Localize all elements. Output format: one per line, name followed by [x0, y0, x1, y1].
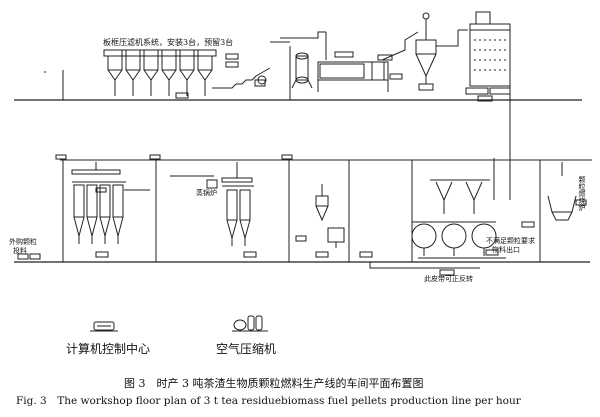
filter-press-label: 板框压滤机系统，安装3台，预留3台 [103, 38, 234, 47]
filter-press-units [103, 49, 217, 96]
control-center-icon [90, 321, 118, 332]
caption-chinese: 图 3 时产 3 吨茶渣生物质颗粒燃料生产线的车间平面布置图 [124, 377, 424, 390]
control-center-label: 计算机控制中心 [66, 342, 151, 356]
reversible-belt-label: 此皮带可正反转 [424, 275, 473, 283]
cyclone-separator [415, 12, 468, 91]
feeding-label: 投料 [13, 247, 27, 255]
pellet-mill-group [411, 179, 497, 256]
caption-english: Fig. 3 The workshop floor plan of 3 t te… [16, 395, 521, 407]
silo-group-a [71, 162, 150, 244]
air-compressor-label: 空气压缩机 [216, 342, 277, 356]
reject-label-2: 物料出口 [492, 246, 520, 254]
storage-bin [465, 11, 511, 150]
reject-label-1: 不满足颗粒要求 [486, 237, 535, 245]
small-cyclone [315, 184, 345, 248]
air-compressor-icon [232, 315, 268, 332]
silo-group-b [170, 162, 254, 246]
dryer-unit [280, 31, 419, 92]
furnace-label: 颗粒燃烧炉 [578, 176, 586, 211]
burner-furnace [547, 162, 577, 221]
boiler-label: 蒸锅炉 [196, 189, 217, 197]
purchased-pellets-label: 外购颗粒 [9, 238, 37, 246]
